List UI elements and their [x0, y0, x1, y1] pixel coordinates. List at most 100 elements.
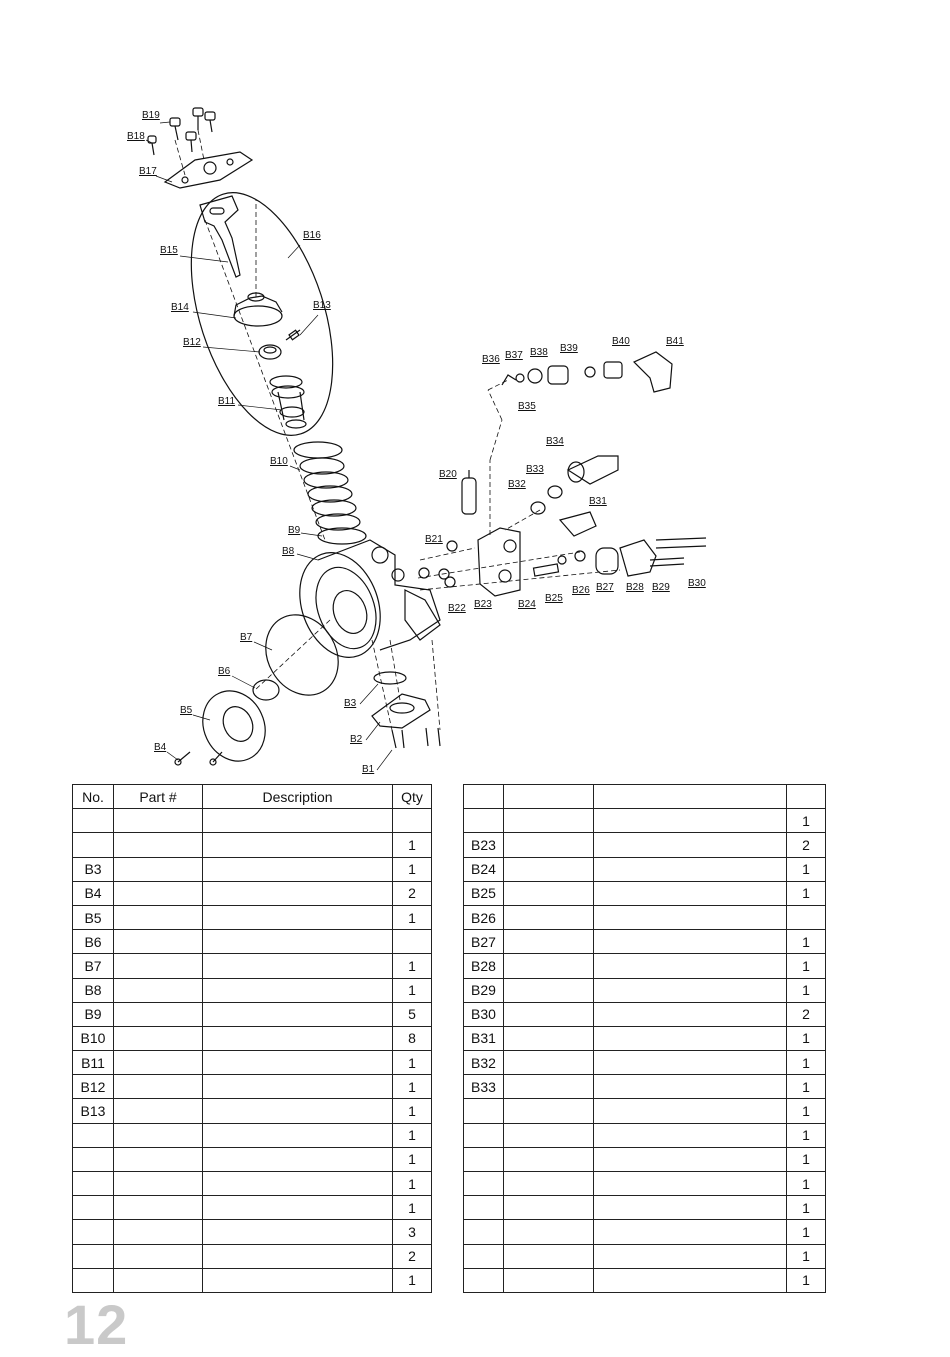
- cell-no: [72, 1195, 114, 1221]
- callout-label-b8: B8: [282, 546, 295, 557]
- cell-part-number: [503, 1243, 594, 1269]
- cell-part-number: [113, 1025, 203, 1052]
- cell-description: [593, 977, 787, 1003]
- table-row: 1: [463, 1098, 826, 1124]
- callout-label-b2: B2: [350, 734, 363, 745]
- cell-part-number: [503, 1267, 594, 1293]
- table-row: B33 1: [463, 1074, 826, 1100]
- cell-description: [202, 1267, 393, 1293]
- cell-no: B29: [463, 977, 504, 1003]
- cell-qty: 1: [786, 1170, 826, 1197]
- cell-part-number: [113, 1267, 203, 1293]
- cell-part-number: [503, 929, 594, 955]
- table-row: 1: [72, 1146, 432, 1173]
- cell-part-number: [503, 904, 594, 931]
- cell-description: [202, 1219, 393, 1245]
- callout-label-b25: B25: [545, 593, 563, 604]
- cell-qty: 1: [786, 977, 826, 1003]
- table-row: 1: [72, 1170, 432, 1197]
- cell-qty: 1: [392, 1050, 432, 1076]
- table-row: B26: [463, 904, 826, 931]
- table-row: 1: [463, 1170, 826, 1197]
- cell-part-number: [113, 1146, 203, 1173]
- cell-part-number: [113, 929, 203, 955]
- cell-qty: 1: [392, 832, 432, 858]
- callout-label-b21: B21: [425, 534, 443, 545]
- callout-label-b24: B24: [518, 599, 536, 610]
- cell-part-number: [113, 977, 203, 1003]
- pump-body-drawing: [299, 539, 441, 658]
- header-no: [463, 783, 504, 810]
- cell-qty: 1: [392, 1195, 432, 1221]
- cell-qty: [392, 929, 432, 955]
- callout-label-b13: B13: [313, 300, 331, 311]
- cell-no: B10: [72, 1025, 114, 1052]
- callout-label-b36: B36: [482, 354, 500, 365]
- cell-description: [593, 929, 787, 955]
- cell-description: [593, 1025, 787, 1052]
- header-part-number: Part #: [113, 783, 203, 810]
- cell-description: [593, 832, 787, 858]
- cell-qty: 1: [786, 929, 826, 955]
- cell-qty: 1: [786, 856, 826, 882]
- cell-description: [593, 1001, 787, 1027]
- callout-label-b35: B35: [518, 401, 536, 412]
- cell-description: [593, 1219, 787, 1245]
- exploded-parts-diagram: B1 B2 B3 B4 B5 B6 B7 B8 B9 B10 B11 B12 B…: [127, 107, 706, 775]
- callout-label-b27: B27: [596, 582, 614, 593]
- cell-description: [202, 1122, 393, 1148]
- cell-qty: 1: [786, 1195, 826, 1221]
- cell-no: [72, 808, 114, 834]
- cell-qty: 2: [786, 1001, 826, 1027]
- callout-label-b37: B37: [505, 350, 523, 361]
- cell-qty: 3: [392, 1219, 432, 1245]
- callout-label-b31: B31: [589, 496, 607, 507]
- cell-no: B31: [463, 1025, 504, 1052]
- table-row: [72, 808, 432, 834]
- cell-part-number: [503, 880, 594, 906]
- cell-qty: 1: [786, 1074, 826, 1100]
- cell-qty: [392, 808, 432, 834]
- callout-label-b26: B26: [572, 585, 590, 596]
- cell-part-number: [113, 1050, 203, 1076]
- table-row: 1: [72, 1195, 432, 1221]
- cell-qty: 1: [786, 1025, 826, 1052]
- cell-no: B33: [463, 1074, 504, 1100]
- table-row: 1: [463, 808, 826, 834]
- callout-label-b1: B1: [362, 764, 375, 775]
- cell-no: B12: [72, 1074, 114, 1100]
- cell-no: [72, 1219, 114, 1245]
- table-row: B12 1: [72, 1074, 432, 1100]
- cell-qty: 1: [392, 1074, 432, 1100]
- cell-part-number: [503, 1050, 594, 1076]
- cell-description: [202, 880, 393, 906]
- cell-no: [72, 832, 114, 858]
- table-row: B6: [72, 929, 432, 955]
- callout-label-b4: B4: [154, 742, 167, 753]
- cell-part-number: [113, 1219, 203, 1245]
- cell-part-number: [503, 1170, 594, 1197]
- cell-description: [593, 1195, 787, 1221]
- cell-description: [202, 1098, 393, 1124]
- callout-label-b20: B20: [439, 469, 457, 480]
- table-row: B11 1: [72, 1050, 432, 1076]
- cell-no: B28: [463, 953, 504, 979]
- cell-part-number: [113, 1170, 203, 1197]
- callout-label-b18: B18: [127, 131, 145, 142]
- cell-qty: 1: [392, 977, 432, 1003]
- cell-qty: 2: [786, 832, 826, 858]
- cell-no: B11: [72, 1050, 114, 1076]
- cell-qty: 8: [392, 1025, 432, 1052]
- table-row: B10 8: [72, 1025, 432, 1052]
- cell-description: [202, 1074, 393, 1100]
- cell-part-number: [503, 1025, 594, 1052]
- cell-no: B13: [72, 1098, 114, 1124]
- cell-no: [72, 1170, 114, 1197]
- cell-part-number: [503, 1195, 594, 1221]
- cell-description: [593, 953, 787, 979]
